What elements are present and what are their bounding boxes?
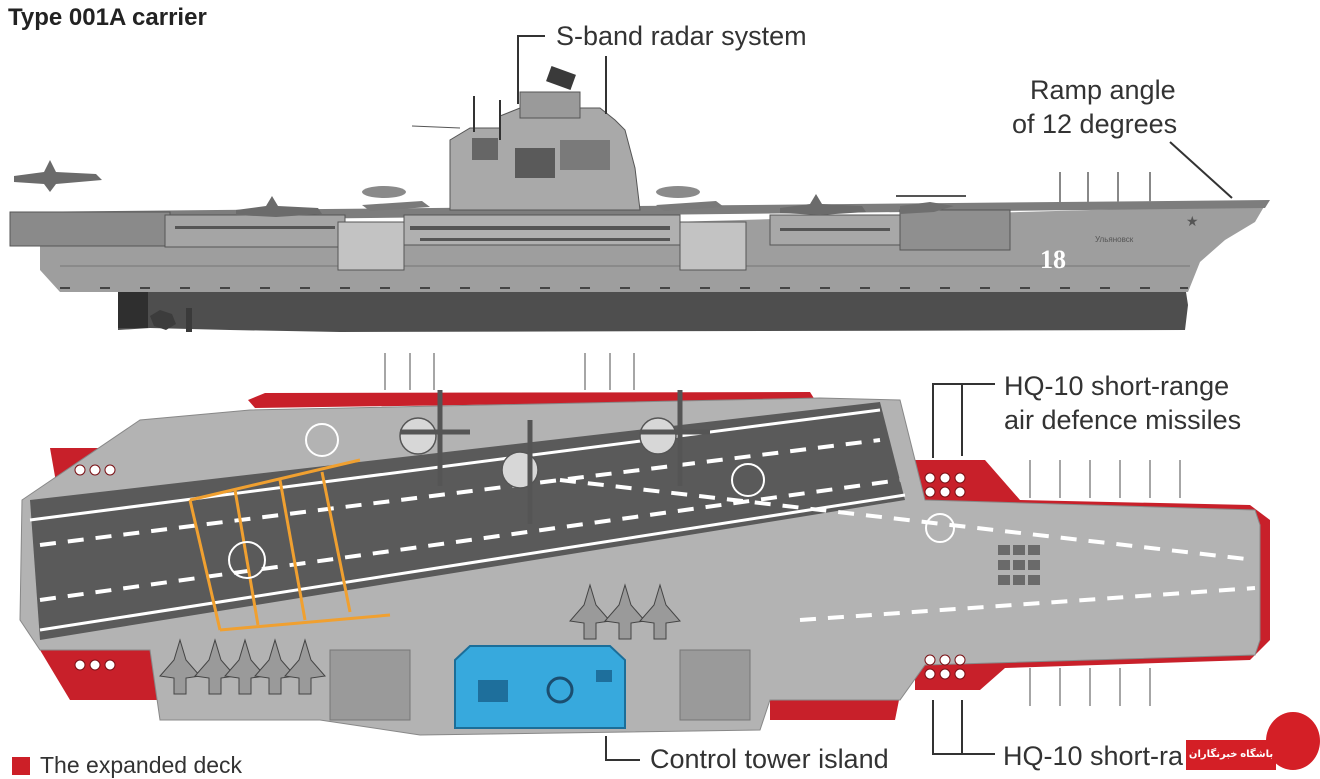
aircraft-side <box>236 196 322 217</box>
fighter-parked <box>569 583 611 640</box>
hull-number: 18 <box>1040 245 1066 274</box>
deck-elevator <box>329 649 411 721</box>
label-hq10-top-line2: air defence missiles <box>1004 405 1242 435</box>
label-hq10-bottom: HQ-10 short-ra <box>1003 741 1184 771</box>
awacs-radome-top <box>501 451 539 489</box>
label-radar: S-band radar system <box>556 21 807 51</box>
ship-name: Ульяновск <box>1095 235 1134 244</box>
legend-label: The expanded deck <box>40 752 243 778</box>
deck-plan <box>19 353 1270 736</box>
awacs-radome <box>362 186 406 198</box>
fighter-parked <box>604 583 646 640</box>
deck-elevator <box>679 649 751 721</box>
label-ramp-line2: of 12 degrees <box>1012 109 1178 139</box>
expanded-deck-red <box>770 695 900 720</box>
awacs-radome-top <box>639 417 677 455</box>
side-profile: 18 Ульяновск ★ <box>9 66 1270 332</box>
awacs-radome-top <box>399 417 437 455</box>
watermark-logo: باشگاه خبرنگاران <box>1186 712 1320 770</box>
legend-swatch <box>12 757 30 775</box>
helipad <box>305 423 339 457</box>
callout-lines <box>517 35 1233 761</box>
fighter-parked <box>254 638 296 695</box>
aircraft-side <box>780 194 866 215</box>
helipad <box>925 513 955 543</box>
expanded-deck-red <box>248 392 815 408</box>
fighter-parked <box>194 638 236 695</box>
awacs-radome <box>656 186 700 198</box>
control-tower-island <box>454 645 626 729</box>
radar-panel <box>546 66 576 90</box>
expanded-deck-red <box>40 650 160 700</box>
fighter-parked <box>159 638 201 695</box>
aircraft-side-flying <box>14 160 102 192</box>
hull-lower <box>118 292 1188 332</box>
svg-text:★: ★ <box>1186 213 1199 229</box>
label-ramp-line1: Ramp angle <box>1030 75 1176 105</box>
fighter-parked <box>284 638 326 695</box>
helipad <box>731 463 765 497</box>
propeller <box>150 310 176 330</box>
fighter-parked <box>224 638 266 695</box>
hangar-bay <box>337 221 405 271</box>
hangar-bay <box>679 221 747 271</box>
label-hq10-top-line1: HQ-10 short-range <box>1004 371 1230 401</box>
helicopter-side <box>900 202 954 214</box>
logo-text: باشگاه خبرنگاران <box>1186 740 1276 770</box>
page-title: Type 001A carrier <box>8 4 207 31</box>
legend: The expanded deck <box>12 752 242 779</box>
label-control-tower: Control tower island <box>650 744 889 774</box>
angled-runway <box>30 402 905 640</box>
landing-circle <box>228 541 266 579</box>
fighter-parked <box>639 583 681 640</box>
